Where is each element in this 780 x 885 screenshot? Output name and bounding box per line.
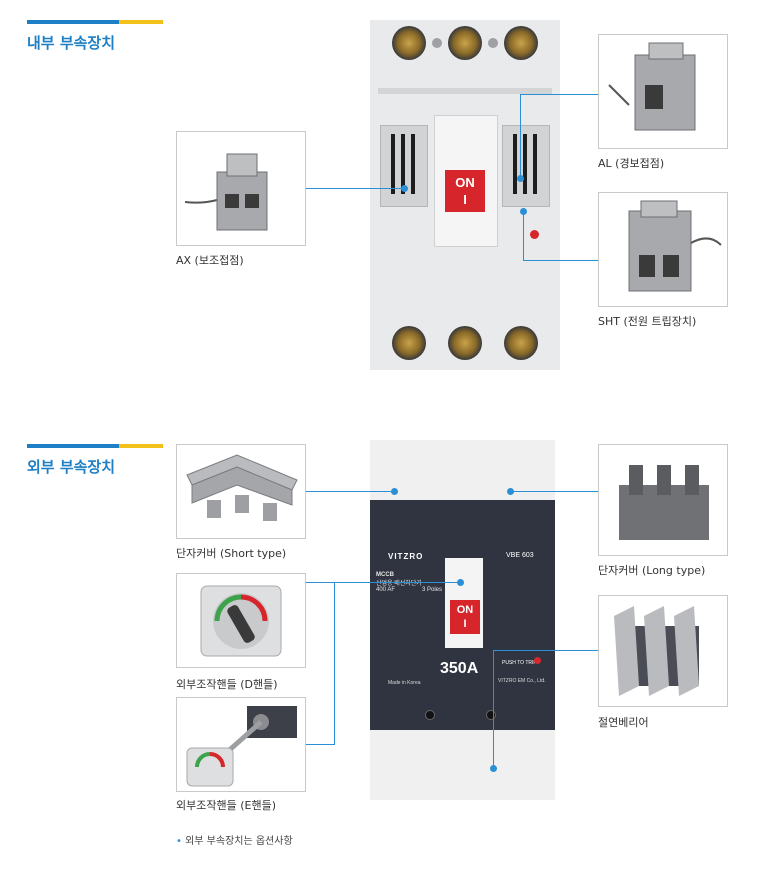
barrier-illustration [614,606,699,696]
barrier-connector-h [493,650,598,651]
d-handle-thumbnail [176,573,306,668]
rating-af: 400 AF [376,587,396,593]
accessory-slot-left [380,125,428,207]
al-thumbnail [598,34,728,149]
section2-title: 외부 부속장치 [27,458,116,476]
al-connector-dot [517,175,524,182]
e-handle-connector-v [334,582,335,744]
sht-connector-dot [520,208,527,215]
sht-connector-h [523,260,598,261]
e-handle-caption: 외부조작핸들 (E핸들) [176,799,276,812]
top-screw-1 [432,38,442,48]
short-cover-thumbnail [176,444,306,539]
short-cover-dot [391,488,398,495]
sht-thumbnail [598,192,728,307]
e-handle-thumbnail [176,697,306,792]
sht-caption: SHT (전원 트립장치) [598,315,697,328]
bottom-terminal-1 [392,326,426,360]
top-terminal-2 [448,26,482,60]
e-handle-connector-h [306,744,335,745]
top-screw-2 [488,38,498,48]
ax-connector-line [306,188,405,189]
section1-bar-yellow [119,20,163,24]
mccb-sub-label: 산업용 배선차단기 [376,581,422,587]
screw-right [486,710,496,720]
shunt-trip-illustration [628,200,722,292]
short-cover-caption: 단자커버 (Short type) [176,547,287,560]
on-toggle-label: ON [455,175,475,190]
d-handle-illustration [200,585,282,657]
e-handle-illustration [186,706,297,787]
section2-bar-yellow [119,444,163,448]
breaker-external-top [370,440,555,500]
mccb-label: MCCB [376,572,394,578]
al-caption: AL (경보접점) [598,157,665,170]
brand-label: VITZRO [388,552,424,561]
footnote-text: 외부 부속장치는 옵션사항 [185,836,293,847]
sht-connector-v [523,212,524,260]
aux-contact-illustration [184,153,268,231]
made-in-label: Made in Korea [388,680,421,686]
section1-bar-blue [27,20,119,24]
short-cover-connector [306,491,394,492]
rating-poles: 3 Poles [421,587,442,593]
rating-row: 400 AF 3 Poles [376,587,442,593]
footnote-bullet: • [176,836,182,847]
trip-indicator [530,230,539,239]
barrier-connector-v [493,650,494,768]
bottom-terminal-2 [448,326,482,360]
short-cover-illustration [186,454,298,521]
current-rating: 350A [440,660,479,677]
long-cover-dot [507,488,514,495]
breaker-internal-image: ON I [370,20,560,370]
trip-button [534,657,541,664]
barrier-caption: 절연베리어 [598,716,649,729]
accessory-slot-right [502,125,550,207]
d-handle-dot [457,579,464,586]
model-label: VBE 603 [506,552,534,559]
on-toggle-external: ON I [450,600,480,634]
d-handle-connector [306,582,460,583]
on-toggle-mark: I [463,192,467,207]
on-toggle-external-mark: I [463,618,467,630]
breaker-external-body: VITZRO VBE 603 ON I 350A PUSH TO TRIP Ma… [370,500,555,730]
top-terminal-1 [392,26,426,60]
alarm-contact-illustration [608,42,696,131]
on-toggle: ON I [445,170,485,212]
long-cover-illustration [619,465,709,540]
d-handle-caption: 외부조작핸들 (D핸들) [176,678,278,691]
footnote: • 외부 부속장치는 옵션사항 [176,832,293,847]
bottom-terminal-3 [504,326,538,360]
barrier-thumbnail [598,595,728,707]
push-to-trip-label: PUSH TO TRIP [502,660,537,666]
on-toggle-external-label: ON [456,604,474,616]
long-cover-connector [511,491,598,492]
maker-label: VITZRO EM Co., Ltd. [498,678,546,684]
section2-bar-blue [27,444,119,448]
spec-plate-left: MCCB 산업용 배선차단기 400 AF 3 Poles [376,572,442,647]
long-cover-caption: 단자커버 (Long type) [598,564,706,577]
ax-thumbnail [176,131,306,246]
section1-title: 내부 부속장치 [27,34,116,52]
barrier-dot [490,765,497,772]
al-connector-v [520,94,521,178]
breaker-external-bottom [370,730,555,800]
top-terminal-3 [504,26,538,60]
al-connector-h [520,94,598,95]
ax-connector-dot [401,185,408,192]
long-cover-thumbnail [598,444,728,556]
ax-caption: AX (보조접점) [176,254,244,267]
screw-left [425,710,435,720]
cover-panel [378,88,552,94]
